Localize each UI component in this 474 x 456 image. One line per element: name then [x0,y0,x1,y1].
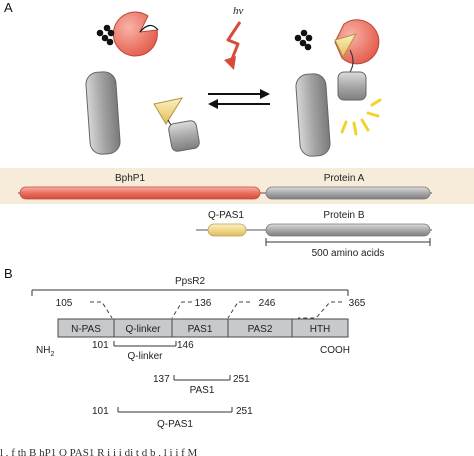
ppsr2-label: PpsR2 [175,276,205,287]
domain-pas2-label: PAS2 [248,324,273,335]
panel-a-label: A [4,0,13,15]
domain-q-linker-label: Q-linker [125,324,161,335]
protein-b-bar-label: Protein B [323,210,364,221]
q-pas1-bar-label: Q-PAS1 [208,210,244,221]
biliverdin-pacman-icon [112,11,158,57]
equilibrium-arrows-icon [208,89,270,109]
q-pas1-triangle-bound [334,33,358,59]
pas1-end-number: 251 [233,374,250,385]
pas1-fragment-label: PAS1 [190,385,215,396]
qpas1-fragment-label: Q-PAS1 [157,419,193,430]
position-365: 365 [349,298,366,309]
chromophore-dots-active [294,29,313,51]
pas1-fragment-bracket [173,375,231,381]
panel-b-label: B [4,266,13,281]
q-pas1-bar [207,223,247,237]
qpas1-fragment-bracket [117,407,233,413]
dark-state-complex [85,11,200,155]
q-pas1-triangle [153,97,184,125]
qlinker-fragment-bracket [113,341,177,347]
qlinker-end-number: 146 [177,340,194,351]
domain-n-pas-label: N-PAS [71,324,101,335]
light-label: hν [233,5,244,17]
light-lightning-icon [226,21,242,65]
ppsr2-domain-bar [57,318,349,338]
bphp1-bar [19,186,261,200]
bphp1-body-active [295,73,331,157]
protein-a-bar [265,186,431,200]
bphp1-bar-label: BphP1 [115,173,145,184]
bphp1-body [85,71,121,155]
qlinker-start-number: 101 [92,340,109,351]
protein-b-bar [265,223,431,237]
protein-a-bar-label: Protein A [324,173,365,184]
protein-b-block [168,120,200,152]
scale-bar [265,238,431,246]
pas1-start-number: 137 [153,374,170,385]
c-terminus-label: COOH [320,345,350,356]
domain-hth-label: HTH [310,324,331,335]
scale-bar-label: 500 amino acids [312,248,385,259]
domain-hth [291,318,349,338]
figure-caption-fragment: l , f th B hP1 Q PAS1 R i i i di t d b ,… [0,447,198,456]
position-105: 105 [56,298,73,309]
signal-burst-icon [340,98,382,136]
position-136: 136 [195,298,212,309]
position-246: 246 [259,298,276,309]
biliverdin-pacman-open-icon [334,19,380,65]
light-state-complex [294,19,382,157]
protein-b-block-bound [337,71,367,101]
domain-pas1-label: PAS1 [188,324,213,335]
light-arrowhead-icon [224,56,236,70]
ppsr2-span-bracket [31,289,349,296]
chromophore-dots [96,24,115,46]
qlinker-fragment-label: Q-linker [127,351,163,362]
n-terminus-label: NH2 [36,345,54,358]
qpas1-end-number: 251 [236,406,253,417]
qpas1-start-number: 101 [92,406,109,417]
position-leaders [90,301,342,319]
